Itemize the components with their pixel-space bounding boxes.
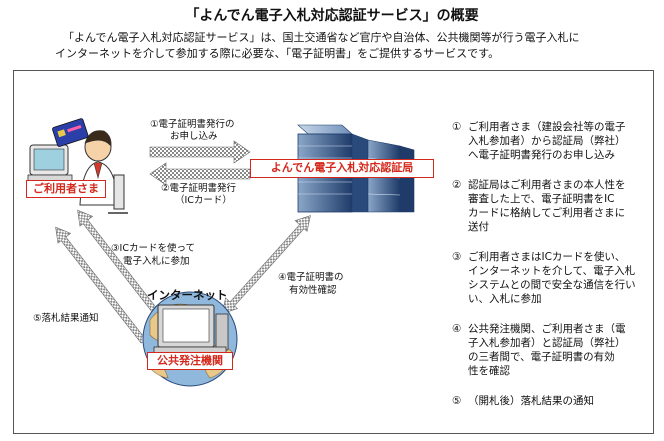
arrow1-label-line1: ①電子証明書発行の <box>150 119 235 130</box>
arrow-certificate-issue <box>149 162 251 186</box>
arrow4-label-line1: ④電子証明書の <box>278 272 344 283</box>
internet-label: インターネット <box>147 288 228 302</box>
ca-label: よんでん電子入札対応認証局 <box>250 159 434 178</box>
diagram-frame <box>13 70 654 434</box>
arrow4-label-line2: 有効性確認 <box>289 285 337 296</box>
arrow3-label-line2: 電子入札に参加 <box>123 256 190 267</box>
intro-line-1: 「よんでん電子入札対応認証サービス」は、国土交通省など官庁や自治体、公共機関等が… <box>63 31 580 44</box>
arrow3-label-line1: ③ICカードを使って <box>111 243 195 254</box>
step-5: ⑤（開札後）落札結果の通知 <box>452 395 594 407</box>
arrow-validity-check <box>221 215 311 315</box>
arrow5-label: ⑤落札結果通知 <box>33 313 99 324</box>
arrow1-label-line2: お申し込み <box>170 131 218 142</box>
intro-line-2: インターネットを介して参加する際に必要な、「電子証明書」をご提供するサービスです… <box>55 47 500 60</box>
arrow2-label-line2: （ICカード） <box>175 195 232 206</box>
arrow2-label-line1: ②電子証明書発行 <box>161 183 237 194</box>
internet-globe <box>142 291 238 387</box>
page-title: 「よんでん電子入札対応認証サービス」の概要 <box>185 8 479 24</box>
user-illustration <box>27 118 128 214</box>
arrow-application <box>149 140 251 164</box>
user-label: ご利用者さま <box>26 180 106 198</box>
public-agency-label: 公共発注機関 <box>147 352 233 370</box>
